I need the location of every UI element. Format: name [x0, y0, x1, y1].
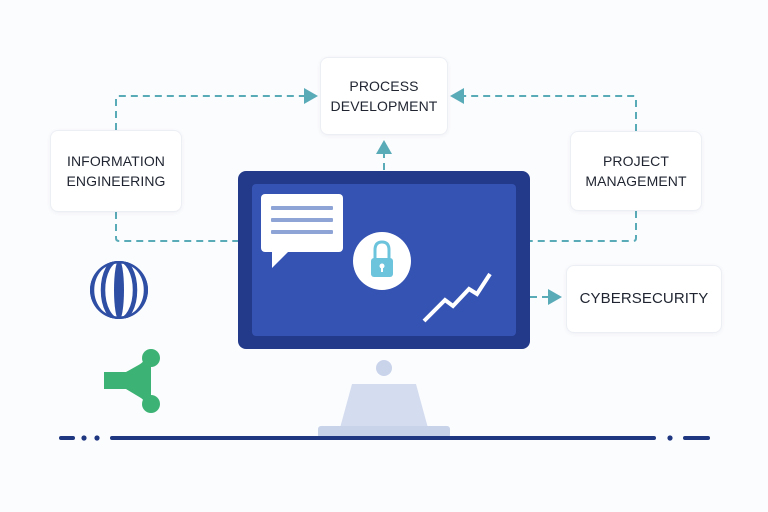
node-process-development: PROCESS DEVELOPMENT — [320, 57, 448, 135]
connector-info-to-process — [115, 88, 318, 130]
node-project-management: PROJECT MANAGEMENT — [570, 131, 702, 211]
share-network-icon — [104, 349, 160, 413]
chat-bubble-icon — [261, 194, 343, 268]
node-information-engineering: INFORMATION ENGINEERING — [50, 130, 182, 212]
connector-project-to-monitor — [530, 211, 637, 242]
node-cybersecurity: CYBERSECURITY — [566, 265, 722, 333]
connector-project-to-process — [450, 88, 637, 131]
baseline-rule — [59, 435, 710, 441]
trend-line-icon — [422, 272, 492, 323]
connector-info-to-monitor — [115, 212, 238, 242]
lock-icon — [353, 232, 411, 290]
globe-icon — [90, 261, 148, 319]
